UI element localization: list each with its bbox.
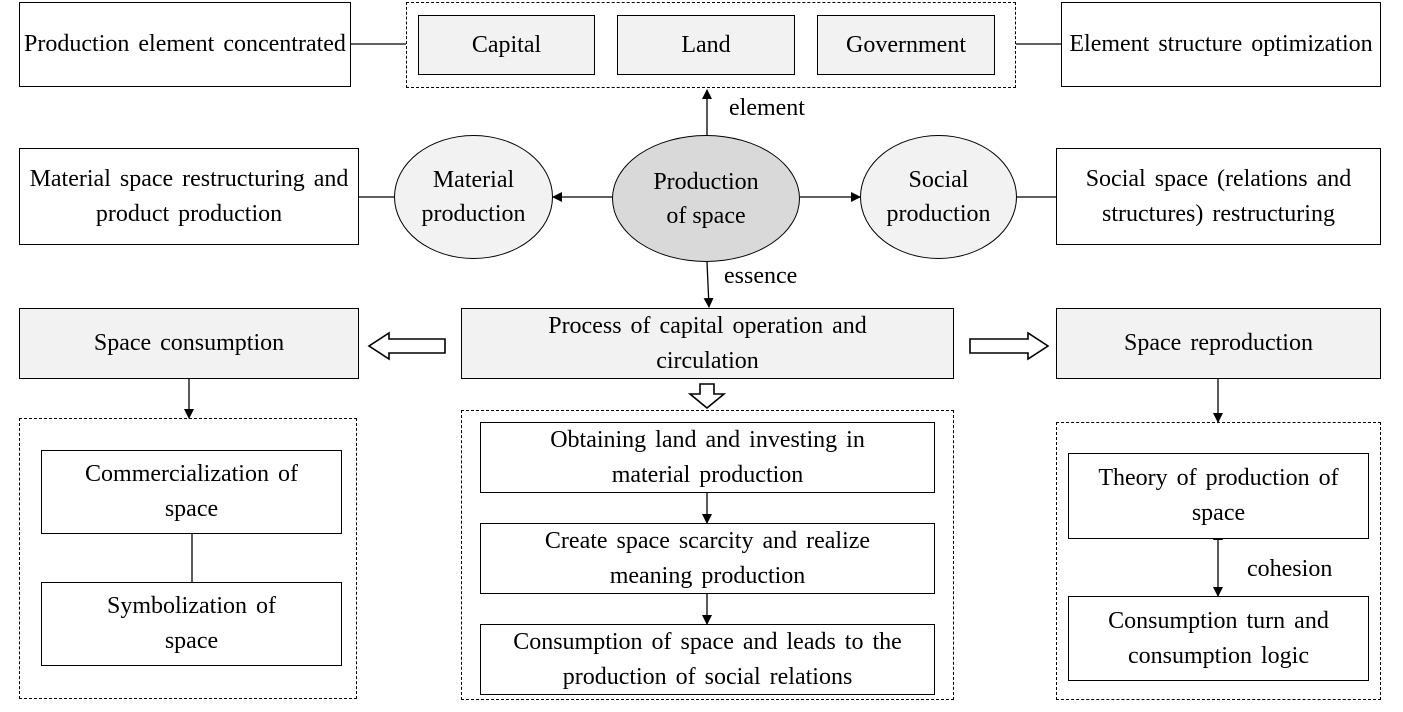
symbolization-of-space-label: Symbolization of space [107,593,276,654]
obtaining-land-label: Obtaining land and investing in material… [550,426,865,488]
space-reproduction-box: Space reproduction [1056,308,1381,379]
production-of-space-label: Production of space [653,168,759,229]
production-element-concentrated-box: Production element concentrated [19,2,351,87]
consumption-of-space-label: Consumption of space and leads to the pr… [513,628,902,690]
hollow-arrow-left [367,331,446,361]
space-consumption-label: Space consumption [93,330,285,356]
production-of-space-ellipse: Production of space [612,135,800,262]
space-reproduction-label: Space reproduction [1124,330,1313,356]
element-capital-box: Capital [418,15,595,75]
element-land-label: Land [681,31,731,58]
arrow-essence [703,261,714,308]
commercialization-of-space-label: Commercialization of space [85,461,298,522]
consumption-turn-box: Consumption turn and consumption logic [1068,596,1369,681]
edge-label-essence: essence [724,263,798,289]
elements-group [406,2,1016,88]
social-production-label: Social production [886,167,991,227]
element-land-box: Land [617,15,795,75]
theory-of-production-label: Theory of production of space [1098,465,1339,526]
consumption-turn-label: Consumption turn and consumption logic [1108,607,1329,669]
consumption-of-space-box: Consumption of space and leads to the pr… [480,624,935,695]
hollow-arrow-down [687,383,727,410]
space-reproduction-group [1056,422,1381,700]
commercialization-of-space-box: Commercialization of space [41,450,342,534]
production-element-concentrated-label: Production element concentrated [24,31,346,57]
capital-operation-process-box: Process of capital operation and circula… [461,308,954,379]
element-government-label: Government [846,31,966,58]
hollow-arrow-right [969,331,1050,361]
element-capital-label: Capital [471,31,542,58]
space-consumption-box: Space consumption [19,308,359,379]
edge-label-element: element [729,95,805,121]
social-space-restructuring-box: Social space (relations and structures) … [1056,148,1381,245]
theory-of-production-box: Theory of production of space [1068,453,1369,539]
material-production-label: Material production [421,167,526,227]
symbolization-of-space-box: Symbolization of space [41,582,342,666]
material-production-ellipse: Material production [394,135,553,259]
space-consumption-group [19,418,357,699]
edge-label-cohesion: cohesion [1247,556,1333,582]
material-space-restructuring-label: Material space restructuring and product… [29,165,349,227]
social-production-ellipse: Social production [860,135,1017,259]
element-government-box: Government [817,15,995,75]
create-space-scarcity-label: Create space scarcity and realize meanin… [544,527,871,589]
element-structure-optimization-box: Element structure optimization [1061,2,1381,87]
capital-operation-process-label: Process of capital operation and circula… [548,312,867,374]
social-space-restructuring-label: Social space (relations and structures) … [1085,165,1352,227]
material-space-restructuring-box: Material space restructuring and product… [19,148,359,245]
element-structure-optimization-label: Element structure optimization [1069,31,1373,57]
create-space-scarcity-box: Create space scarcity and realize meanin… [480,523,935,594]
obtaining-land-box: Obtaining land and investing in material… [480,422,935,493]
capital-process-group [461,410,954,700]
